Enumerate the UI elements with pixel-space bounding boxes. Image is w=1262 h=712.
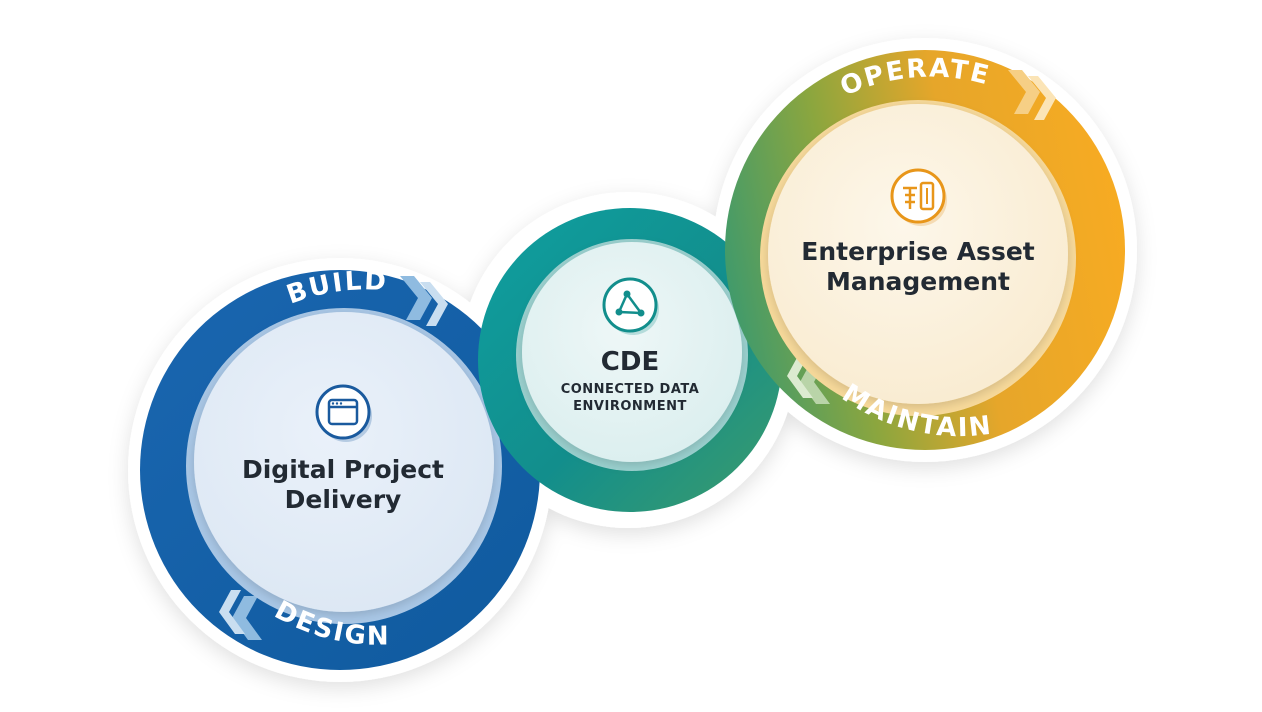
browser-window-icon (315, 384, 372, 442)
middle-inner-disc (522, 242, 742, 462)
left-chevron-bottom (232, 596, 262, 640)
right-title-line2: Management (826, 267, 1010, 296)
left-chevron-top (400, 276, 432, 320)
middle-circle: CDE CONNECTED DATA ENVIRONMENT (478, 208, 782, 512)
left-title-line2: Delivery (285, 485, 402, 514)
cde-title: CDE (601, 347, 659, 377)
network-nodes-icon (602, 277, 659, 335)
left-circle: BUILD DESIGN Digital Project Delivery (140, 266, 540, 670)
right-chevron-top (1008, 70, 1040, 114)
cde-subtitle-line2: ENVIRONMENT (573, 399, 687, 414)
right-title-line1: Enterprise Asset (801, 237, 1035, 266)
right-circle: OPERATE MAINTAIN Enterprise Asset Manage… (725, 50, 1125, 450)
cde-subtitle-line1: CONNECTED DATA (561, 382, 700, 397)
left-chevron-bottom-2 (219, 590, 245, 634)
asset-tower-icon (890, 168, 947, 226)
right-chevron-bottom-2 (787, 354, 813, 398)
left-inner-disc (194, 312, 494, 612)
left-chevron-top-2 (420, 282, 448, 326)
left-title-line1: Digital Project (242, 455, 444, 484)
right-chevron-bottom (800, 360, 830, 404)
right-chevron-top-2 (1028, 76, 1056, 120)
right-inner-disc (768, 104, 1068, 404)
